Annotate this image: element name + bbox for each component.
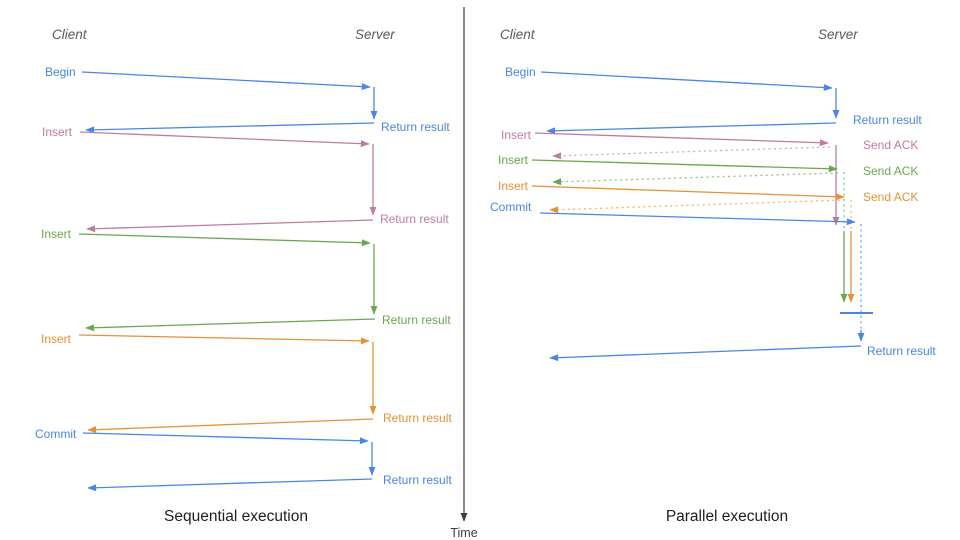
seq-commit-response-label: Return result <box>383 473 452 487</box>
time-axis: Time <box>450 7 478 540</box>
par-insert2-ack-label: Send ACK <box>863 164 918 178</box>
parallel-server-header: Server <box>818 27 858 42</box>
seq-insert3-request-arrow <box>78 334 370 345</box>
seq-insert2-response-label: Return result <box>382 313 451 327</box>
seq-insert2-request-arrow <box>78 233 371 247</box>
seq-insert1-response-label: Return result <box>380 212 449 226</box>
seq-step-commit: Commit Return result <box>35 427 452 492</box>
sequential-title: Sequential execution <box>164 508 308 525</box>
seq-step-insert-1: Insert Return result <box>42 125 449 233</box>
seq-step-begin: Begin Return result <box>45 65 450 134</box>
seq-insert1-response-arrow <box>86 219 374 233</box>
seq-begin-label: Begin <box>45 65 76 79</box>
par-insert2-ack-arrow <box>552 172 839 186</box>
par-begin-response-arrow <box>546 122 837 135</box>
par-commit-label: Commit <box>490 200 532 214</box>
seq-commit-request-arrow <box>82 432 369 445</box>
par-insert3-ack-label: Send ACK <box>863 190 918 204</box>
seq-insert2-response-arrow <box>85 318 376 332</box>
parallel-client-header: Client <box>500 27 536 42</box>
par-commit-response-arrow <box>549 345 862 362</box>
seq-insert3-label: Insert <box>41 332 72 346</box>
seq-commit-response-arrow <box>87 478 373 492</box>
seq-begin-response-label: Return result <box>381 120 450 134</box>
time-axis-label: Time <box>450 526 477 540</box>
seq-insert1-request-arrow <box>79 131 370 148</box>
seq-insert1-label: Insert <box>42 125 73 139</box>
par-insert1-request-arrow <box>534 132 829 147</box>
par-insert3-ack-arrow <box>549 199 846 214</box>
par-step-begin: Begin Return result <box>505 65 922 135</box>
sequential-panel: Client Server Begin Return result Insert… <box>35 27 452 525</box>
seq-step-insert-2: Insert Return result <box>41 227 451 332</box>
par-begin-response-label: Return result <box>853 113 922 127</box>
par-step-insert-3: Insert Send ACK <box>498 179 918 303</box>
par-insert1-ack-arrow <box>552 146 831 160</box>
par-step-commit: Commit Return result <box>490 200 936 362</box>
seq-begin-request-arrow <box>81 71 371 91</box>
par-insert1-label: Insert <box>501 128 532 142</box>
parallel-title: Parallel execution <box>666 508 788 525</box>
sequential-client-header: Client <box>52 27 88 42</box>
seq-insert3-response-label: Return result <box>383 411 452 425</box>
par-insert2-label: Insert <box>498 153 529 167</box>
par-begin-label: Begin <box>505 65 536 79</box>
seq-insert3-response-arrow <box>87 418 374 434</box>
par-insert2-request-arrow <box>531 159 838 173</box>
par-commit-response-label: Return result <box>867 344 936 358</box>
par-commit-request-arrow <box>539 212 856 226</box>
seq-begin-response-arrow <box>85 122 375 134</box>
par-insert3-request-arrow <box>531 185 845 201</box>
seq-commit-label: Commit <box>35 427 77 441</box>
parallel-panel: Client Server Begin Return result Insert… <box>490 27 936 525</box>
par-step-insert-2: Insert Send ACK <box>498 153 918 303</box>
par-step-insert-1: Insert Send ACK <box>501 128 918 226</box>
seq-insert2-label: Insert <box>41 227 72 241</box>
seq-step-insert-3: Insert Return result <box>41 332 452 434</box>
par-begin-request-arrow <box>540 71 833 92</box>
par-insert3-label: Insert <box>498 179 529 193</box>
par-insert1-ack-label: Send ACK <box>863 138 918 152</box>
sequential-server-header: Server <box>355 27 395 42</box>
